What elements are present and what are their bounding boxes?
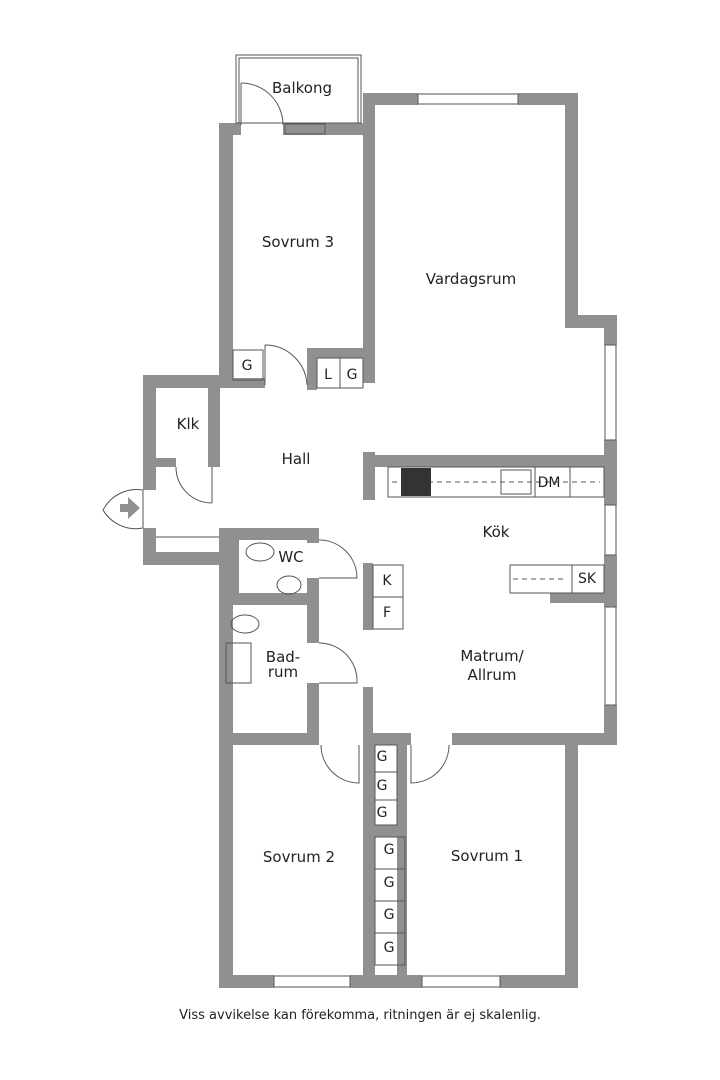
closet-g: G: [241, 358, 253, 374]
room-vardagsrum: Vardagsrum: [425, 270, 517, 288]
room-matrum-2: Allrum: [467, 666, 517, 684]
room-badrum-2: rum: [267, 663, 299, 681]
room-klk: Klk: [176, 415, 200, 433]
room-sovrum1: Sovrum 1: [450, 847, 524, 865]
closet-g: G: [383, 842, 395, 858]
disclaimer: Viss avvikelse kan förekomma, ritningen …: [179, 1008, 541, 1023]
room-kok: Kök: [482, 523, 510, 541]
room-matrum-1: Matrum/: [460, 647, 524, 665]
closet-g: G: [383, 875, 395, 891]
room-balkong: Balkong: [271, 79, 333, 97]
dishwasher: DM: [537, 475, 561, 491]
closet-g: G: [376, 749, 388, 765]
room-sovrum3: Sovrum 3: [261, 233, 335, 251]
closet-g: G: [383, 940, 395, 956]
closet-g: G: [376, 778, 388, 794]
room-sovrum2: Sovrum 2: [262, 848, 336, 866]
room-hall: Hall: [281, 450, 311, 468]
sk-cabinet: SK: [577, 571, 597, 587]
closet-g: G: [383, 907, 395, 923]
room-wc: WC: [278, 548, 304, 566]
walls: [143, 93, 617, 988]
closet-g: G: [346, 367, 358, 383]
room-badrum-1: Bad-: [265, 648, 301, 666]
freezer: F: [382, 605, 392, 621]
fridge: K: [382, 573, 392, 589]
closet-l: L: [324, 367, 332, 383]
closet-g: G: [376, 805, 388, 821]
